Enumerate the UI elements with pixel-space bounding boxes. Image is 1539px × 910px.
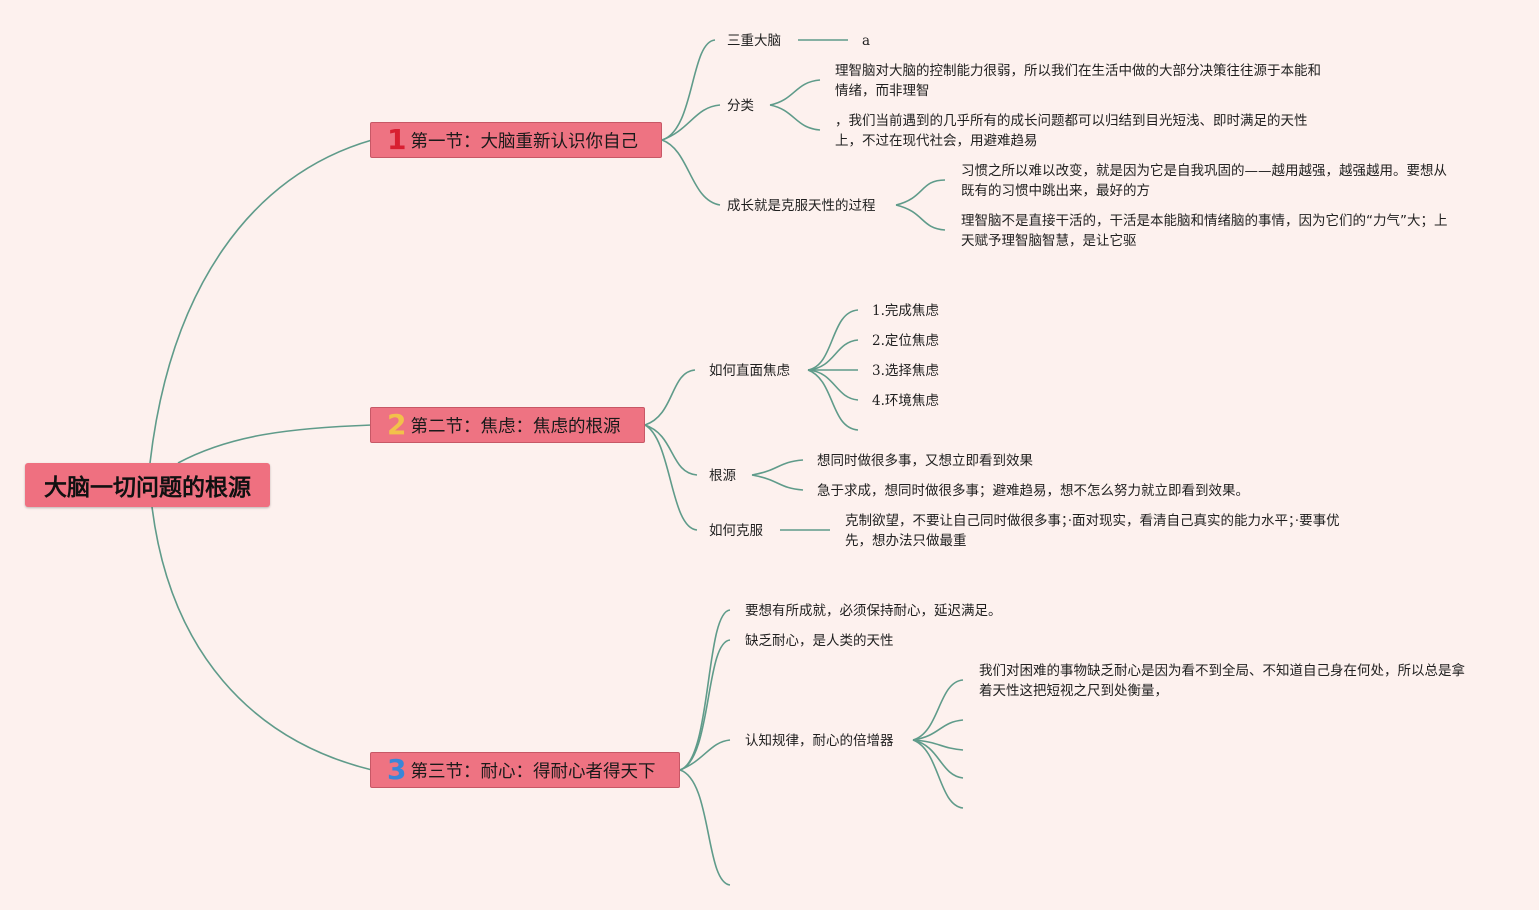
branch-classification[interactable]: 分类 [727, 98, 754, 114]
section-3-label: 第三节：耐心：得耐心者得天下 [410, 761, 656, 782]
section-1-label: 第一节：大脑重新认识你自己 [410, 131, 638, 152]
section-1-topic[interactable]: 1 第一节：大脑重新认识你自己 [370, 122, 662, 158]
branch-root-cause[interactable]: 根源 [709, 468, 736, 484]
leaf-positioning-anxiety[interactable]: 2.定位焦虑 [872, 333, 939, 349]
leaf-restrain-desire[interactable]: 克制欲望，不要让自己同时做很多事；·面对现实，看清自己真实的能力水平；·要事优先… [845, 513, 1340, 549]
leaf-a[interactable]: a [862, 33, 871, 49]
leaf-rational-brain-drive[interactable]: 理智脑不是直接干活的，干活是本能脑和情绪脑的事情，因为它们的“力气”大；上天赋予… [961, 213, 1448, 249]
leaf-growth-problems[interactable]: ，我们当前遇到的几乎所有的成长问题都可以归结到目光短浅、即时满足的天性上，不过在… [835, 113, 1308, 149]
root-topic[interactable]: 大脑一切问题的根源 [25, 463, 270, 507]
leaf-rational-brain-weak[interactable]: 理智脑对大脑的控制能力很弱，所以我们在生活中做的大部分决策往往源于本能和情绪，而… [835, 63, 1321, 99]
section-3-topic[interactable]: 3 第三节：耐心：得耐心者得天下 [370, 752, 680, 788]
branch-growth-overcome-nature[interactable]: 成长就是克服天性的过程 [727, 198, 876, 214]
leaf-environment-anxiety[interactable]: 4.环境焦虑 [872, 393, 939, 409]
number-1-icon: 1 [387, 123, 407, 156]
number-2-icon: 2 [387, 408, 407, 441]
branch-how-to-overcome[interactable]: 如何克服 [709, 523, 763, 539]
section-2-topic[interactable]: 2 第二节：焦虑：焦虑的根源 [370, 407, 645, 443]
branch-keep-patience[interactable]: 要想有所成就，必须保持耐心，延迟满足。 [745, 603, 1002, 619]
leaf-completion-anxiety[interactable]: 1.完成焦虑 [872, 303, 939, 319]
section-2-label: 第二节：焦虑：焦虑的根源 [410, 416, 621, 437]
leaf-eager-for-success[interactable]: 急于求成，想同时做很多事；避难趋易，想不怎么努力就立即看到效果。 [817, 483, 1249, 499]
branch-face-anxiety[interactable]: 如何直面焦虑 [709, 363, 790, 379]
leaf-no-big-picture[interactable]: 我们对困难的事物缺乏耐心是因为看不到全局、不知道自己身在何处，所以总是拿着天性这… [979, 663, 1465, 699]
leaf-habits[interactable]: 习惯之所以难以改变，就是因为它是自我巩固的——越用越强，越强越用。要想从既有的习… [961, 163, 1447, 199]
number-3-icon: 3 [387, 753, 407, 786]
leaf-choice-anxiety[interactable]: 3.选择焦虑 [872, 363, 939, 379]
branch-cognitive-law[interactable]: 认知规律，耐心的倍增器 [745, 733, 894, 749]
leaf-want-many-things[interactable]: 想同时做很多事，又想立即看到效果 [817, 453, 1033, 469]
branch-lack-patience-nature[interactable]: 缺乏耐心，是人类的天性 [745, 633, 894, 649]
branch-triune-brain[interactable]: 三重大脑 [727, 33, 781, 49]
